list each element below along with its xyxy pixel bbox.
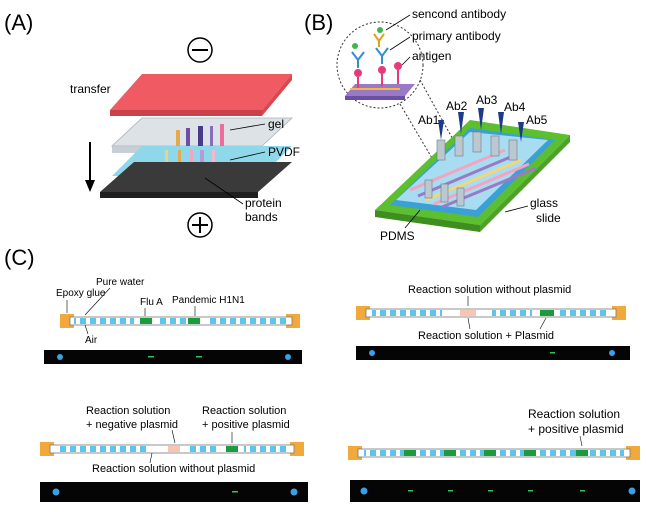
epoxy-label: Epoxy glue (56, 288, 106, 299)
ab2-label: Ab2 (446, 99, 468, 113)
bl-rs2-label: Reaction solution (202, 405, 286, 417)
panel-a: (A) transfer gel (4, 10, 300, 238)
protein-label: protein (245, 196, 282, 210)
panel-a-letter: (A) (4, 10, 33, 35)
capillary-bottom-right: Reaction solution + positive plasmid (348, 407, 640, 502)
br-pos-label: + positive plasmid (528, 422, 624, 436)
second-antibody-icon (373, 33, 385, 47)
bl-pos-label: + positive plasmid (202, 419, 290, 431)
capillary-top-right: Reaction solution without plasmid Reacti… (356, 284, 630, 360)
primary-antibody-icon (351, 47, 389, 68)
pdms-label: PDMS (380, 229, 415, 243)
bands-label: bands (245, 210, 278, 224)
plus-electrode-icon (187, 212, 213, 238)
panel-b: (B) sencond antibod (304, 7, 570, 243)
br-rs-label: Reaction solution (528, 407, 620, 421)
ab3-label: Ab3 (476, 93, 498, 107)
capillary-bottom-left: Reaction solution + negative plasmid Rea… (40, 405, 308, 502)
fluorescence-strip-top-right (356, 346, 630, 360)
fluorescence-strip-top-left (44, 350, 302, 364)
ab4-label: Ab4 (504, 100, 526, 114)
panel-c-letter: (C) (4, 245, 35, 270)
bl-without-label: Reaction solution without plasmid (92, 463, 255, 475)
antigen-label: antigen (412, 49, 451, 63)
panel-b-letter: (B) (304, 10, 333, 35)
bl-neg-label: + negative plasmid (86, 419, 178, 431)
primary-antibody-label: primary antibody (412, 29, 501, 43)
minus-electrode-icon (187, 37, 213, 63)
transfer-label: transfer (70, 82, 111, 96)
antibody-inlets (424, 131, 518, 207)
arrow-down-icon (85, 142, 95, 192)
slide-label: slide (536, 211, 561, 225)
glass-label: glass (530, 196, 558, 210)
base-layer (100, 162, 292, 198)
air-label: Air (85, 335, 98, 346)
transfer-layer (110, 74, 292, 116)
tr-plus-label: Reaction solution + Plasmid (418, 330, 554, 342)
second-antibody-label: sencond antibody (412, 7, 506, 21)
fluorescence-strip-bottom-left (40, 482, 308, 502)
zoom-substrate (345, 84, 415, 100)
bl-rs1-label: Reaction solution (86, 405, 170, 417)
fluorescence-strip-bottom-right (350, 480, 640, 502)
zoom-circle (336, 21, 424, 109)
ab1-label: Ab1 (418, 113, 440, 127)
flua-label: Flu A (140, 297, 163, 308)
pure-water-label: Pure water (96, 277, 145, 288)
gel-label: gel (268, 117, 284, 131)
pvdf-label: PVDF (268, 145, 300, 159)
pipette-tips-icon (438, 108, 524, 142)
panel-c: (C) Epoxy glue Pure water Flu A Pandemic… (4, 245, 640, 502)
capillary-top-left: Epoxy glue Pure water Flu A Pandemic H1N… (44, 277, 302, 364)
tr-without-label: Reaction solution without plasmid (408, 284, 571, 296)
h1n1-label: Pandemic H1N1 (172, 295, 245, 306)
antigen-icon (354, 62, 402, 88)
ab5-label: Ab5 (526, 113, 548, 127)
